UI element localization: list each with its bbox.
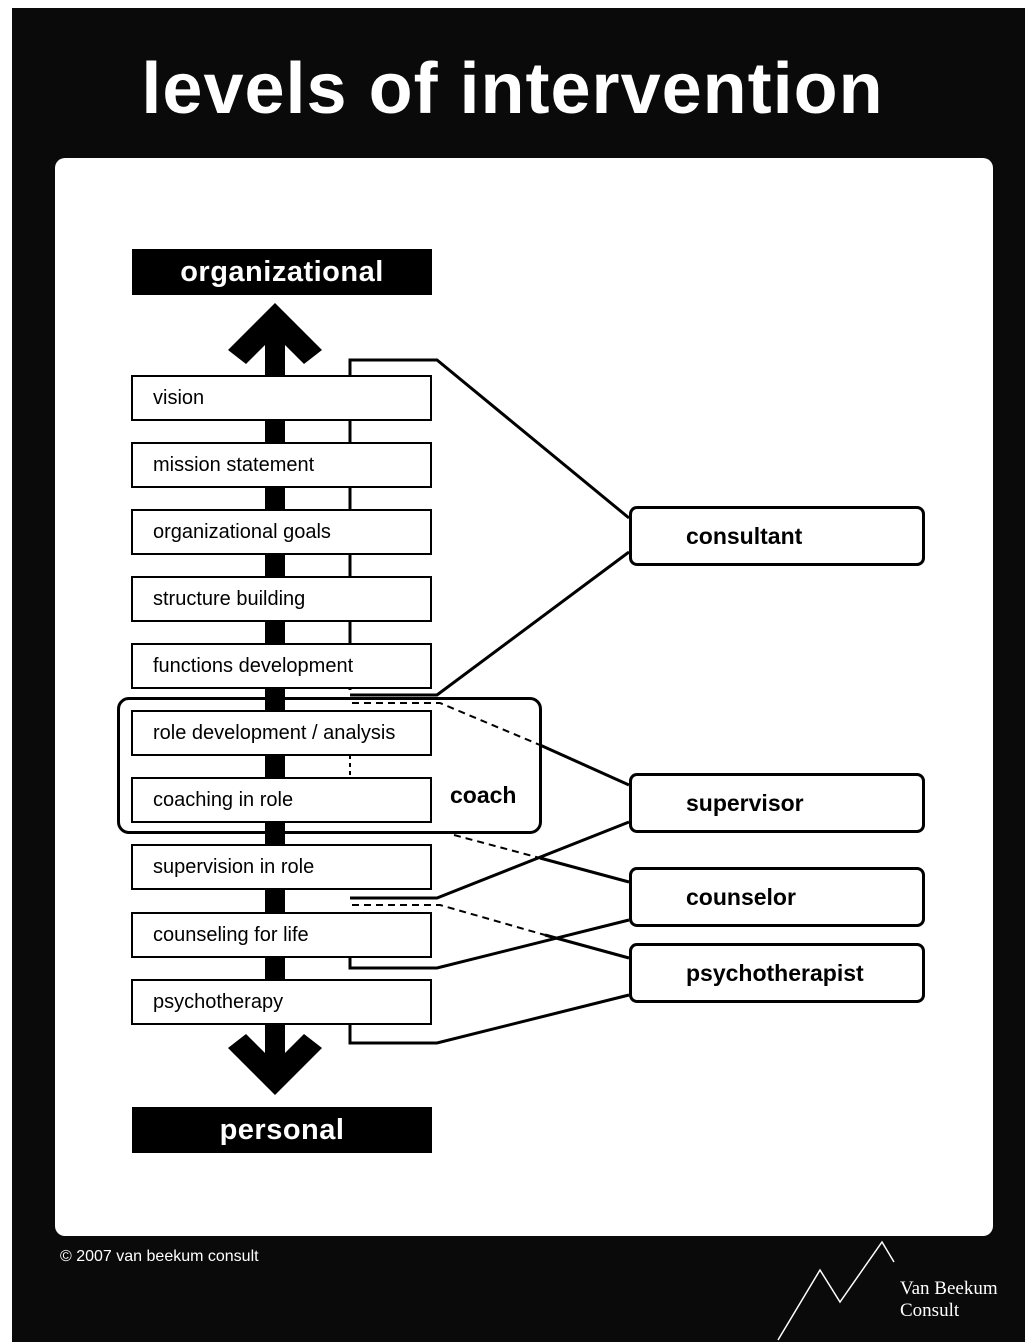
level-organizational-goals: organizational goals	[131, 509, 432, 555]
level-psychotherapy: psychotherapy	[131, 979, 432, 1025]
page-title: levels of intervention	[141, 49, 884, 129]
level-supervision-in-role: supervision in role	[131, 844, 432, 890]
supervisor-dashed-bottom	[453, 834, 541, 859]
consultant-bracket-top	[348, 358, 630, 520]
counselor-line-top	[539, 856, 630, 884]
logo-text: Van Beekum Consult	[900, 1278, 998, 1322]
mountain-logo-icon	[777, 1240, 895, 1341]
coach-group	[117, 697, 542, 834]
level-mission-statement: mission statement	[131, 442, 432, 488]
consultant-bracket-bottom	[350, 550, 630, 697]
logo-line-2: Consult	[900, 1300, 960, 1321]
role-supervisor: supervisor	[629, 773, 925, 833]
copyright-text: © 2007 van beekum consult	[60, 1248, 259, 1265]
level-functions-development: functions development	[131, 643, 432, 689]
supervisor-dashed-top	[352, 702, 541, 746]
supervisor-line-top	[539, 743, 630, 787]
level-coaching-in-role: coaching in role	[131, 777, 432, 823]
level-structure-building: structure building	[131, 576, 432, 622]
role-consultant: consultant	[629, 506, 925, 566]
psychotherapist-dashed-top	[352, 904, 546, 936]
counselor-line-bottom	[348, 918, 630, 970]
up-arrow-icon	[228, 303, 322, 380]
supervisor-line-bottom	[350, 820, 630, 900]
coach-label: coach	[450, 782, 517, 808]
personal-label: personal	[132, 1107, 432, 1153]
psychotherapist-line-top	[544, 933, 630, 960]
psychotherapist-line-bottom	[348, 993, 630, 1045]
logo-line-1: Van Beekum	[900, 1278, 998, 1299]
level-counseling-for-life: counseling for life	[131, 912, 432, 958]
level-vision: vision	[131, 375, 432, 421]
role-counselor: counselor	[629, 867, 925, 927]
role-psychotherapist: psychotherapist	[629, 943, 925, 1003]
organizational-label: organizational	[132, 249, 432, 295]
down-arrow-icon	[228, 1018, 322, 1095]
level-role-development: role development / analysis	[131, 710, 432, 756]
